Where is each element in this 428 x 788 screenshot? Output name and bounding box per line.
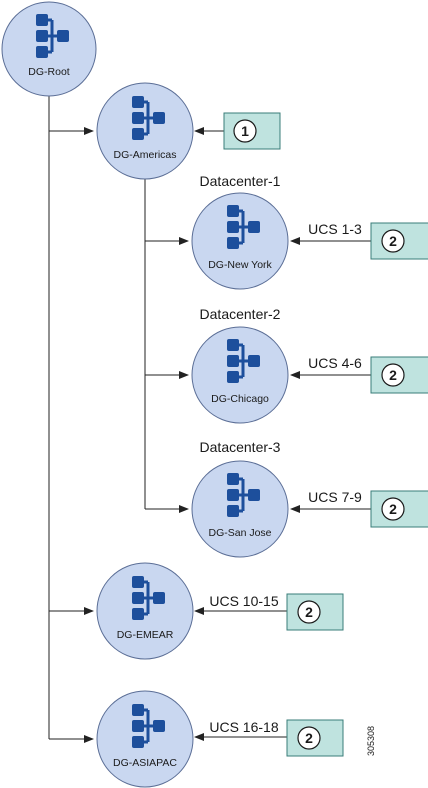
- badge-number: 1: [241, 123, 249, 139]
- ucs-range-label: UCS 10-15: [209, 593, 278, 609]
- badge-number: 2: [305, 730, 313, 746]
- node-dg-new-york: DG-New York: [191, 192, 289, 290]
- datacenter-label: Datacenter-3: [200, 439, 281, 455]
- datacenter-label: Datacenter-1: [200, 173, 281, 189]
- node-label: DG-New York: [208, 259, 272, 271]
- badge-new-york: 2: [370, 222, 428, 260]
- connectors: [48, 96, 371, 743]
- ucs-range-label: UCS 16-18: [209, 719, 278, 735]
- node-dg-chicago: DG-Chicago: [191, 326, 289, 424]
- node-dg-root: DG-Root: [1, 1, 97, 97]
- ucs-range-label: UCS 1-3: [308, 221, 362, 237]
- figure-id: 305308: [366, 726, 376, 756]
- badge-asiapac: 2: [286, 719, 344, 757]
- ucs-range-label: UCS 4-6: [308, 355, 362, 371]
- badge-americas: 1: [223, 112, 281, 150]
- node-label: DG-San Jose: [208, 527, 271, 539]
- node-label: DG-ASIAPAC: [113, 757, 177, 769]
- node-dg-san-jose: DG-San Jose: [191, 460, 289, 558]
- node-label: DG-EMEAR: [117, 629, 174, 641]
- datacenter-label: Datacenter-2: [200, 306, 281, 322]
- badge-emear: 2: [286, 593, 344, 631]
- ucs-range-label: UCS 7-9: [308, 489, 362, 505]
- node-label: DG-Root: [28, 66, 70, 78]
- node-dg-asiapac: DG-ASIAPAC: [96, 690, 194, 788]
- badge-chicago: 2: [370, 356, 428, 394]
- node-label: DG-Americas: [113, 149, 176, 161]
- badge-number: 2: [389, 501, 397, 517]
- badge-number: 2: [389, 367, 397, 383]
- badge-san-jose: 2: [370, 490, 428, 528]
- node-label: DG-Chicago: [211, 393, 269, 405]
- node-dg-emear: DG-EMEAR: [96, 562, 194, 660]
- node-dg-americas: DG-Americas: [96, 82, 194, 180]
- badge-number: 2: [305, 604, 313, 620]
- badge-number: 2: [389, 233, 397, 249]
